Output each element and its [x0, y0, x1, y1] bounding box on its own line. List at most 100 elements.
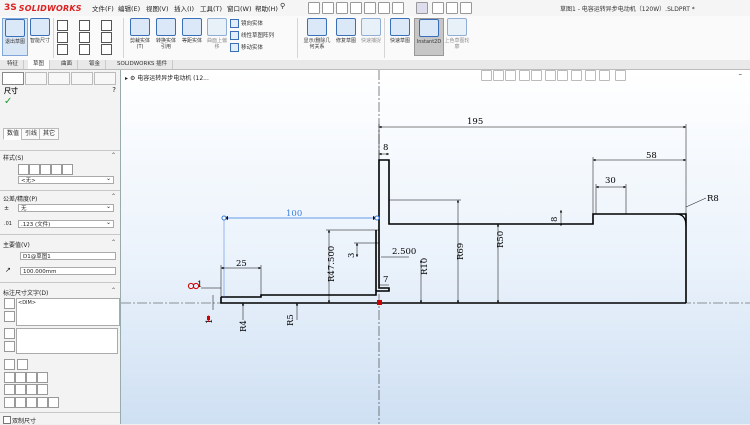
dimension-text-top-box[interactable]: <DIM>	[16, 298, 120, 326]
dimension-text-bottom-box[interactable]	[16, 328, 118, 354]
dim-r69[interactable]: R69	[456, 243, 466, 260]
subtab-value[interactable]: 数值	[3, 128, 24, 140]
dim-3[interactable]: 3	[347, 253, 357, 258]
zoom-area-icon[interactable]	[493, 70, 504, 81]
linear-pattern-button[interactable]: 线性草图阵列	[230, 31, 274, 40]
file-properties-icon[interactable]	[446, 2, 458, 14]
angle-text-icon[interactable]	[17, 359, 28, 370]
move-entities-button[interactable]: 移动实体	[230, 43, 263, 52]
help-icon[interactable]: ?	[112, 86, 116, 94]
delete-style-icon[interactable]	[40, 164, 51, 175]
appearance-icon[interactable]	[571, 70, 582, 81]
sketch-profile[interactable]	[220, 159, 687, 304]
select-cursor-icon[interactable]	[416, 2, 428, 14]
shaded-contours-button[interactable]: 上色草图轮廓	[444, 18, 470, 54]
quick-snaps-button[interactable]: 快速捕捉	[359, 18, 383, 54]
plane-tool-icon[interactable]	[101, 32, 112, 43]
dimension-text-icon[interactable]	[4, 298, 15, 309]
section-view-icon[interactable]	[519, 70, 530, 81]
display-relations-button[interactable]: 显示/删除几何关系	[302, 18, 332, 54]
centerline-symbol-icon[interactable]	[37, 384, 48, 395]
add-style-icon[interactable]	[29, 164, 40, 175]
open-icon[interactable]	[336, 2, 348, 14]
dim-1-lower[interactable]: 1	[205, 319, 215, 324]
load-style-icon[interactable]	[62, 164, 73, 175]
display-manager-tab-icon[interactable]	[94, 72, 116, 85]
dim-30[interactable]: 30	[605, 176, 616, 186]
collapse-icon[interactable]: ⌃	[110, 239, 116, 246]
tab-addins[interactable]: SOLIDWORKS 插件	[112, 60, 174, 69]
style-dropdown[interactable]: <无>	[18, 175, 114, 184]
menu-help[interactable]: 帮助(H)	[255, 5, 278, 13]
dim-1-upper[interactable]: 1	[197, 280, 202, 290]
tab-sketch[interactable]: 草图	[28, 60, 51, 69]
dim-100-selected[interactable]: 100	[286, 209, 302, 219]
menu-tools[interactable]: 工具(T)	[200, 5, 223, 13]
collapse-icon[interactable]: ⌃	[110, 152, 116, 159]
save-icon[interactable]	[350, 2, 362, 14]
collapse-icon[interactable]: ⌃	[110, 287, 116, 294]
justify-right-icon[interactable]	[26, 372, 37, 383]
undo-icon[interactable]	[378, 2, 390, 14]
flyout-feature-tree[interactable]: ▸ ⚙ 电容运转异步电动机 (12...	[125, 75, 209, 82]
feature-tree-tab-icon[interactable]	[2, 72, 24, 85]
sketch-fillet-icon[interactable]	[101, 20, 112, 31]
dim-8-side[interactable]: 8	[550, 217, 560, 222]
dim-handle-point[interactable]	[221, 215, 227, 221]
menu-file[interactable]: 文件(F)	[92, 5, 114, 13]
configuration-tab-icon[interactable]	[48, 72, 70, 85]
link-icon[interactable]	[4, 311, 15, 322]
dim-195[interactable]: 195	[467, 117, 483, 127]
dim-r50[interactable]: R50	[496, 231, 506, 248]
dim-7[interactable]: 7	[383, 275, 388, 285]
circle-tool-icon[interactable]	[57, 44, 68, 55]
dim-r8[interactable]: R8	[707, 194, 719, 204]
menu-insert[interactable]: 插入(I)	[174, 5, 194, 13]
dimxpert-tab-icon[interactable]	[71, 72, 93, 85]
solidworks-logo[interactable]: 3S SOLIDWORKS	[4, 3, 82, 13]
graphics-area[interactable]: ▸ ⚙ 电容运转异步电动机 (12... –	[121, 70, 750, 424]
tab-surfaces[interactable]: 曲面	[56, 60, 79, 69]
text-align-icon[interactable]	[37, 372, 48, 383]
dim-25[interactable]: 25	[236, 259, 247, 269]
mirror-entities-button[interactable]: 镜向实体	[230, 19, 263, 28]
tolerance-section-header[interactable]: 公差/精度(P)	[3, 196, 38, 203]
scene-icon[interactable]	[585, 70, 596, 81]
zoom-to-fit-icon[interactable]	[481, 70, 492, 81]
menu-view[interactable]: 视图(V)	[146, 5, 169, 13]
slot-tool-icon[interactable]	[79, 32, 90, 43]
dim-r10[interactable]: R10	[420, 258, 430, 275]
polygon-tool-icon[interactable]	[79, 44, 90, 55]
origin-point[interactable]	[377, 300, 382, 305]
view-orientation-icon[interactable]	[531, 70, 542, 81]
justify-center-icon[interactable]	[15, 372, 26, 383]
menu-window[interactable]: 窗口(W)	[227, 5, 252, 13]
primary-value-field[interactable]: 100.000mm	[20, 267, 116, 275]
more-symbols-icon[interactable]	[48, 397, 59, 408]
exit-sketch-button[interactable]: 退出草图	[2, 18, 28, 56]
offset-on-surface-button[interactable]: 曲面上偏移	[205, 18, 229, 54]
dim-r4[interactable]: R4	[239, 320, 249, 332]
previous-view-icon[interactable]	[505, 70, 516, 81]
redo-icon[interactable]	[392, 2, 404, 14]
save-style-icon[interactable]	[51, 164, 62, 175]
options-gear-icon[interactable]	[460, 2, 472, 14]
rebuild-icon[interactable]	[432, 2, 444, 14]
square-symbol-icon[interactable]	[37, 397, 48, 408]
tab-sheet-metal[interactable]: 钣金	[84, 60, 107, 69]
justify-left-icon[interactable]	[4, 372, 15, 383]
new-doc-icon[interactable]	[322, 2, 334, 14]
smart-dimension-button[interactable]: 智能尺寸	[28, 18, 52, 54]
depth-symbol-icon[interactable]	[26, 397, 37, 408]
pin-icon[interactable]: ⚲	[280, 2, 286, 10]
ok-check-icon[interactable]: ✓	[4, 96, 13, 107]
instant2d-button[interactable]: Instant2D	[414, 18, 444, 56]
trim-entities-button[interactable]: 剪裁实体(T)	[128, 18, 152, 54]
home-icon[interactable]	[308, 2, 320, 14]
display-style-icon[interactable]	[545, 70, 556, 81]
link-icon[interactable]	[4, 341, 15, 352]
line-tool-icon[interactable]	[57, 20, 68, 31]
degree-symbol-icon[interactable]	[15, 384, 26, 395]
precision-dropdown[interactable]: .123 (文件)	[18, 219, 114, 228]
primary-value-name-field[interactable]: D1@草图1	[20, 252, 116, 260]
